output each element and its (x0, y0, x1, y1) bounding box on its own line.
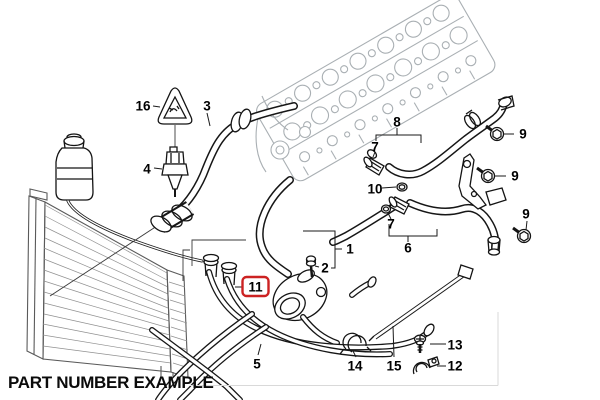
part-label-11[interactable]: 11 (248, 280, 263, 295)
leader-lines (152, 105, 528, 367)
hose-6-heater (329, 199, 500, 252)
thermostat-housing (272, 269, 328, 322)
pipe-clamp-12 (412, 356, 440, 375)
hose-bleed-return (224, 276, 393, 358)
temperature-sensor (161, 146, 189, 197)
hose-elbow-end (349, 276, 377, 298)
part-label-2[interactable]: 2 (321, 261, 329, 276)
part-label-7-upper[interactable]: 7 (371, 140, 379, 155)
part-label-12[interactable]: 12 (447, 359, 462, 374)
cable-tie-15 (368, 264, 474, 342)
part-label-16[interactable]: 16 (135, 99, 151, 114)
hose-pair-down-left (155, 311, 269, 400)
caption-text: PART NUMBER EXAMPLE (8, 373, 214, 392)
part-label-14[interactable]: 14 (347, 359, 363, 374)
bleed-fittings-11 (202, 253, 238, 286)
leader-line-coupling (49, 223, 161, 297)
part-label-9-top[interactable]: 9 (519, 127, 527, 142)
part-label-10[interactable]: 10 (367, 182, 382, 197)
screw-9-top (485, 124, 505, 142)
expansion-tank (55, 133, 94, 201)
o-ring-10 (396, 182, 408, 192)
screw-9-middle (476, 166, 496, 184)
part-label-8[interactable]: 8 (393, 115, 401, 130)
part-label-1[interactable]: 1 (346, 242, 354, 257)
part-label-7-lower[interactable]: 7 (387, 217, 395, 232)
hose-3-coupling (150, 201, 195, 233)
fitting-7-upper (363, 149, 385, 176)
radiator (26, 188, 190, 384)
highlighted-part-number[interactable]: 11 (241, 275, 270, 298)
fitting-7-lower (380, 196, 410, 215)
hose-3-upper-radiator (173, 102, 298, 216)
part-label-13[interactable]: 13 (447, 338, 463, 353)
hose-1-thermostat (255, 176, 294, 278)
part-label-4[interactable]: 4 (143, 162, 151, 177)
part-label-6[interactable]: 6 (404, 241, 412, 256)
vent-pipe (66, 199, 204, 263)
screw-9-lower (512, 226, 532, 244)
screw-13 (413, 334, 427, 353)
hose-clamp-14 (339, 332, 372, 355)
part-label-3[interactable]: 3 (203, 99, 211, 114)
part-label-5[interactable]: 5 (253, 357, 261, 372)
hose-thermostat-down (300, 314, 340, 346)
mounting-bracket (458, 153, 507, 256)
hose-8-heater (385, 95, 515, 179)
part-label-9-middle[interactable]: 9 (511, 169, 519, 184)
part-label-9-lower[interactable]: 9 (522, 207, 530, 222)
part-label-15[interactable]: 15 (386, 359, 402, 374)
bolt-2 (305, 255, 317, 278)
warning-triangle-icon (157, 87, 193, 151)
